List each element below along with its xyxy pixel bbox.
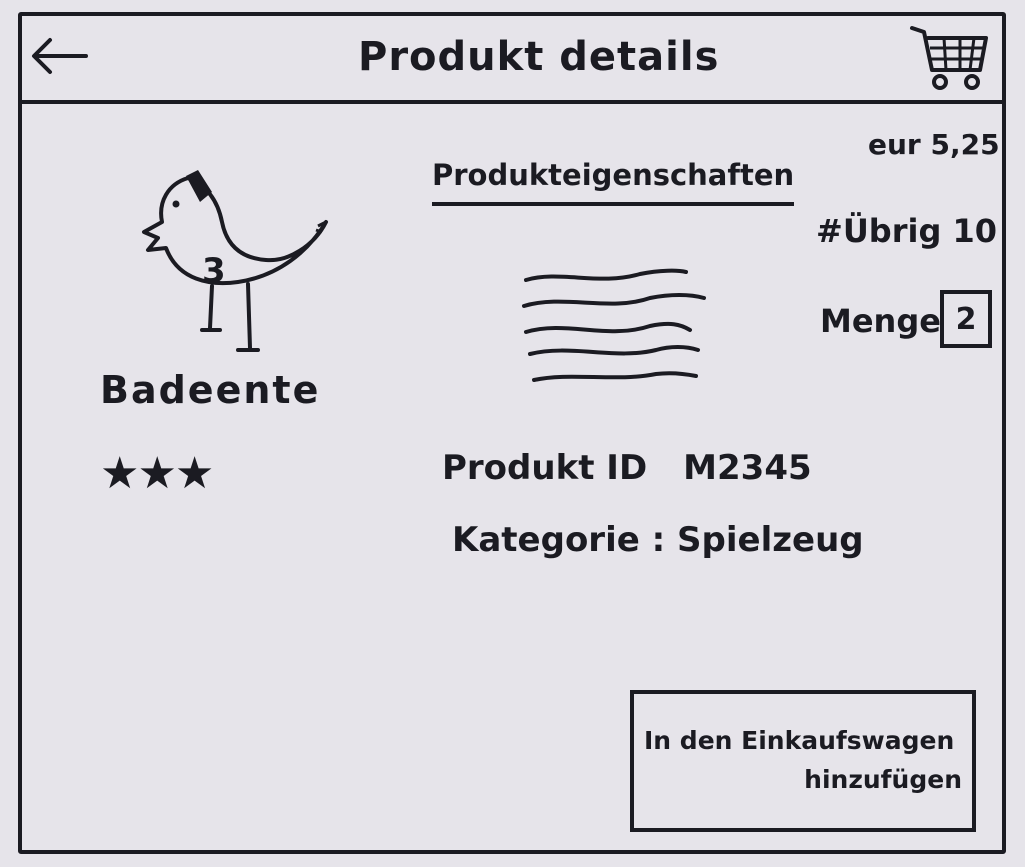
product-name: Badeente	[100, 368, 321, 412]
app-header: Produkt details	[18, 12, 1006, 104]
add-to-cart-label-line2: hinzufügen	[804, 765, 962, 794]
add-to-cart-button[interactable]: In den Einkaufswagen hinzufügen	[630, 690, 976, 832]
star-icon: ★	[137, 448, 176, 499]
star-rating: ★★★	[100, 448, 214, 499]
scribble-lines-icon	[522, 268, 706, 382]
product-id: Produkt ID M2345	[442, 448, 812, 488]
properties-text-placeholder	[520, 260, 710, 395]
product-category: Kategorie : Spielzeug	[452, 520, 864, 560]
rubber-duck-icon: 3	[142, 170, 328, 352]
shopping-cart-icon	[910, 26, 988, 90]
star-icon: ★	[174, 448, 214, 499]
arrow-left-icon	[32, 38, 88, 74]
duck-number: 3	[202, 251, 226, 291]
back-button[interactable]	[28, 34, 92, 78]
add-to-cart-label-line1: In den Einkaufswagen	[644, 726, 955, 756]
quantity-label: Menge	[820, 302, 941, 340]
stock-remaining: #Übrig 10	[816, 212, 998, 250]
product-id-label: Produkt ID	[442, 448, 648, 488]
page-title: Produkt details	[358, 34, 720, 80]
screen-frame	[18, 12, 1006, 854]
product-id-value: M2345	[683, 448, 812, 488]
properties-heading: Produkteigenschaften	[432, 158, 794, 206]
star-icon: ★	[100, 448, 139, 499]
cart-button[interactable]	[908, 18, 992, 96]
quantity-input[interactable]	[940, 290, 992, 348]
product-image: 3	[128, 162, 338, 362]
price: eur 5,25	[868, 128, 1000, 161]
